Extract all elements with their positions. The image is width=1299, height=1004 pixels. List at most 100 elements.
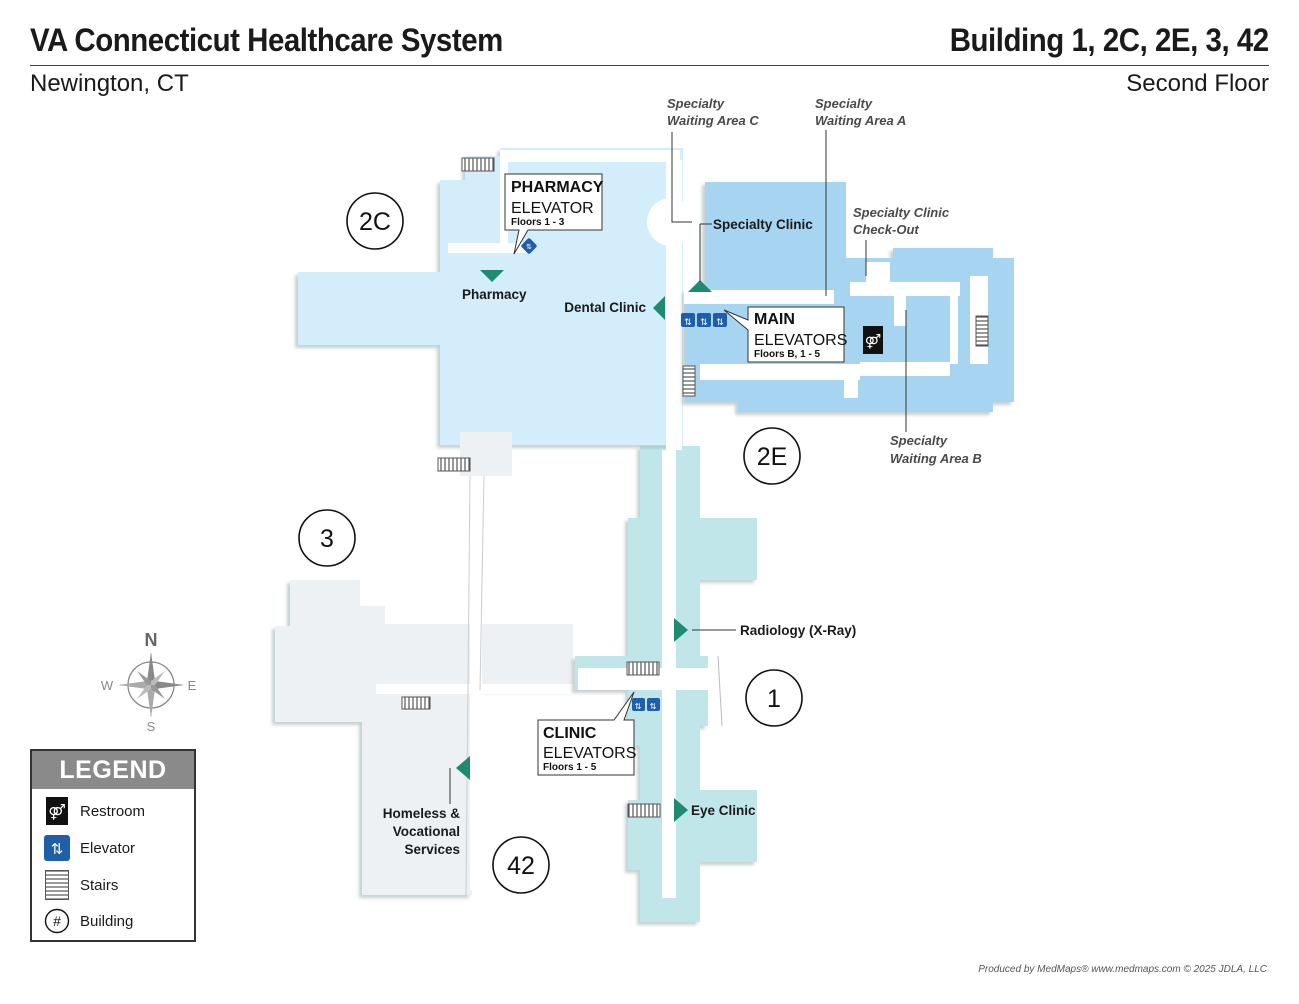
building-2c-number: 2C [346,192,404,250]
legend-label: Elevator [80,839,136,857]
restroom-icon: ⚤ [44,797,70,825]
svg-text:PHARMACY: PHARMACY [511,179,604,196]
homeless-services-label-1: Homeless & [383,806,461,821]
radiology-marker-icon [674,618,688,642]
building-3-number: 3 [298,509,356,567]
svg-text:ELEVATORS: ELEVATORS [543,745,636,762]
corridor-2c-north [500,150,680,162]
legend-label: Building [80,912,134,930]
corridor-2e-spur [844,380,858,398]
svg-text:ELEVATOR: ELEVATOR [511,200,594,217]
svg-text:#: # [53,913,61,929]
pharmacy-elevator-icon: ⇅ [521,238,537,254]
svg-text:2C: 2C [359,208,391,236]
svg-text:Floors 1 - 5: Floors 1 - 5 [543,762,597,773]
corridor-2e-checkout [866,262,890,282]
rotunda [647,198,695,246]
corridor-2e-east-b [894,296,906,326]
pharmacy-label: Pharmacy [462,287,527,302]
elevator-icon [681,313,695,327]
stairs-icon [461,157,495,172]
waiting-area-b-label-2: Waiting Area B [890,451,982,466]
clinic-elevators-callout: CLINIC ELEVATORS Floors 1 - 5 [537,691,636,776]
checkout-label-2: Check-Out [853,222,919,237]
building-number-icon: # [44,907,70,935]
elevator-icon: ⇅ [44,834,70,862]
leader-lines [449,130,907,804]
stairs-icon [975,315,989,347]
svg-text:⇅: ⇅ [700,318,708,328]
svg-text:S: S [147,719,156,734]
legend-title: LEGEND [32,751,194,789]
svg-text:N: N [145,630,158,650]
building-42-number: 42 [492,836,550,894]
svg-text:ELEVATORS: ELEVATORS [754,332,847,349]
corridor-1-cross [578,668,708,690]
svg-text:⇅: ⇅ [526,243,532,251]
stairs-icon [682,365,696,397]
building-3-42-footprint [275,580,573,895]
legend-label: Restroom [80,802,146,820]
legend-item-stairs: Stairs [44,870,119,900]
building-3-west-wing [386,626,476,682]
main-elevators-group: ⇅ ⇅ ⇅ [681,313,727,328]
corridor-2c-west [500,156,508,252]
waiting-area-a-label-1: Specialty [815,96,873,111]
header-divider [30,65,1269,66]
waiting-area-c-label-2: Waiting Area C [667,113,759,128]
clinic-elevators-group: ⇅ ⇅ [632,698,660,711]
svg-text:⚤: ⚤ [48,803,66,821]
svg-text:⇅: ⇅ [51,840,64,858]
restroom-icon: ⚤ [863,326,883,354]
svg-text:Floors B, 1 - 5: Floors B, 1 - 5 [754,349,821,360]
floor-subtitle: Second Floor [1126,70,1269,97]
legend-item-restroom: ⚤ Restroom [44,797,145,825]
radiology-label: Radiology (X-Ray) [740,623,856,638]
elevator-icon [647,698,660,711]
stairs-icon [44,870,70,900]
svg-text:⇅: ⇅ [635,702,642,711]
svg-text:⚤: ⚤ [865,334,881,350]
legend-panel: LEGEND ⚤ Restroom ⇅ Elevator Stairs # Bu… [30,749,196,942]
elevator-icon [713,313,727,327]
svg-text:⇅: ⇅ [684,318,692,328]
corridor-2e-east-d [860,362,950,376]
location-subtitle: Newington, CT [30,70,189,97]
homeless-services-label-2: Vocational [393,824,460,839]
map-header: VA Connecticut Healthcare System Buildin… [0,0,1299,100]
credit-footer: Produced by MedMaps® www.medmaps.com © 2… [978,964,1267,975]
svg-text:W: W [101,678,114,693]
stairs-icon [437,457,471,472]
building-3-shape [275,580,573,895]
main-elevators-callout: MAIN ELEVATORS Floors B, 1 - 5 [723,306,847,363]
pharmacy-elevator-callout: PHARMACY ELEVATOR Floors 1 - 3 [504,173,604,255]
compass-rose-icon: N E S W [101,630,197,734]
elevator-icon [697,313,711,327]
legend-item-elevator: ⇅ Elevator [44,834,135,862]
svg-text:CLINIC: CLINIC [543,725,597,742]
specialty-clinic-marker-icon [688,280,712,292]
waiting-area-c-label-1: Specialty [667,96,725,111]
pharmacy-marker-icon [480,270,504,282]
building-2e-number: 2E [743,427,801,485]
stairs-icon [626,661,660,676]
corridor-3-horizontal [376,684,636,694]
building-1-number: 1 [745,669,803,727]
svg-text:2E: 2E [757,443,788,471]
corridor-2c-pharmacy [448,243,530,253]
svg-text:⇅: ⇅ [650,702,657,711]
homeless-services-marker-icon [456,756,470,780]
specialty-clinic-label: Specialty Clinic [713,217,813,232]
corridor-3-vertical [470,470,482,890]
corridor-2e-east-a [850,282,960,296]
page-title: VA Connecticut Healthcare System [30,22,503,58]
dental-clinic-label: Dental Clinic [564,300,646,315]
stairs-icon [627,803,661,818]
svg-text:42: 42 [507,852,535,880]
eye-clinic-marker-icon [674,798,688,822]
legend-label: Stairs [80,876,119,894]
building-list: Building 1, 2C, 2E, 3, 42 [950,22,1269,58]
corridor-2e-mid [700,364,860,380]
eye-clinic-label: Eye Clinic [691,803,756,818]
